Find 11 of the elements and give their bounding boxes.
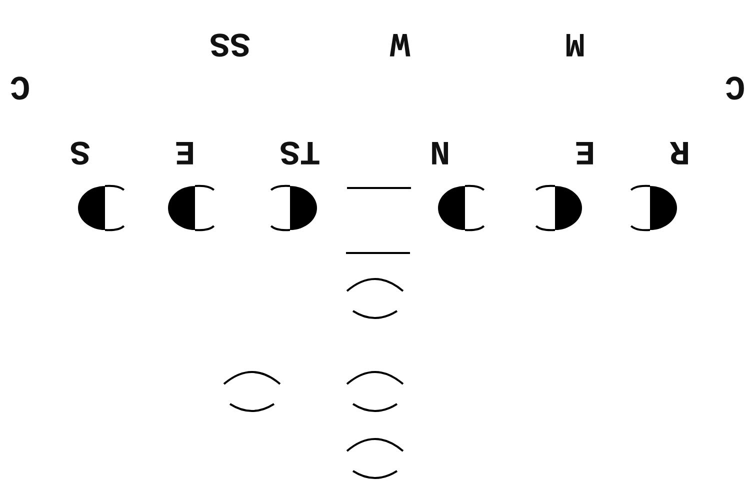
position-label: N	[430, 133, 450, 167]
position-label: W	[390, 25, 410, 59]
position-label: E	[574, 133, 596, 167]
position-label: R	[670, 133, 690, 167]
position-label: E	[174, 133, 196, 167]
position-label: SS	[210, 25, 250, 59]
position-label: S	[70, 133, 90, 167]
position-label: C	[10, 68, 30, 102]
position-label: TS	[280, 133, 320, 167]
position-label: M	[564, 25, 586, 59]
position-label: C	[724, 68, 746, 102]
